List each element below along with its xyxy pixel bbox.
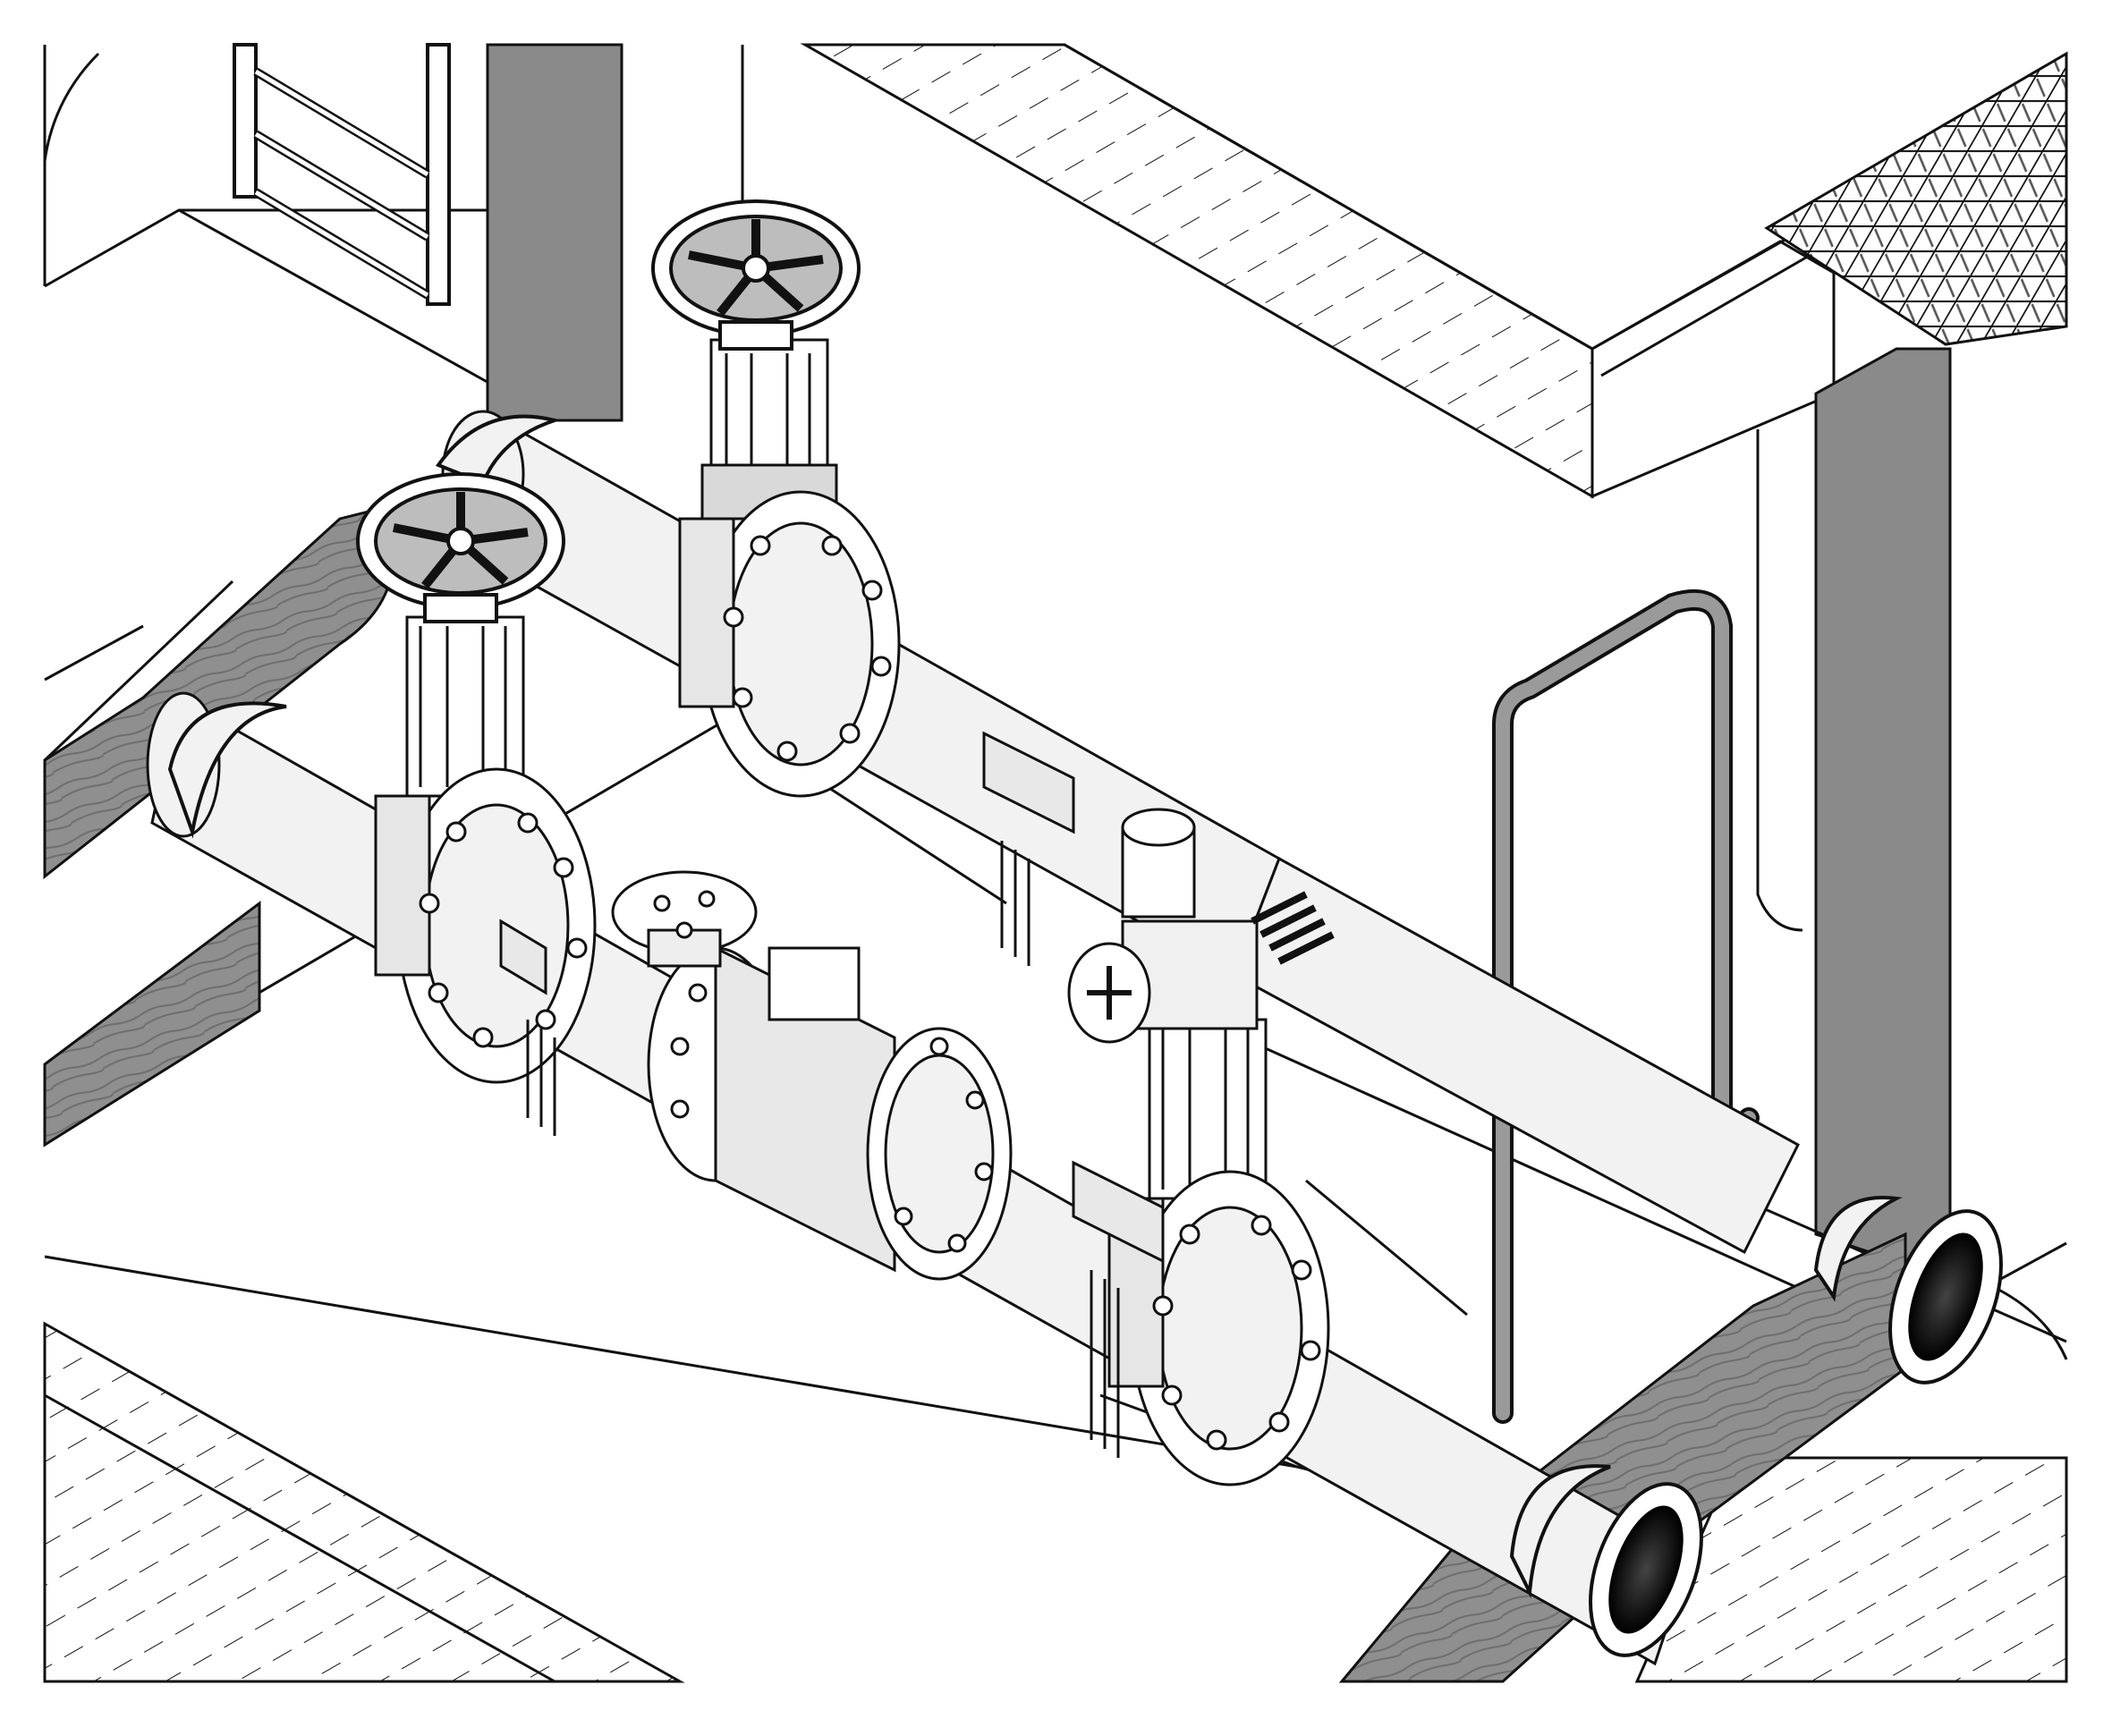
gate-valve-lower-left	[374, 615, 597, 1084]
pipe-end-lower	[1589, 1482, 1703, 1657]
pipe-supports	[526, 841, 1120, 1458]
pipe-end-upper	[1888, 1209, 2003, 1385]
handwheel-upper	[651, 199, 861, 351]
wall-sleeves	[167, 414, 1903, 1599]
shaded-column-right	[1756, 347, 1952, 1282]
grating	[1764, 51, 2068, 346]
shaded-column-left	[486, 43, 744, 447]
couplings	[499, 731, 1165, 1264]
ceiling-beam	[800, 43, 2067, 499]
actuator-spring	[1251, 891, 1335, 965]
inspection-cover	[611, 870, 758, 968]
handwheel-lower	[356, 472, 565, 623]
flow-meter	[647, 945, 1013, 1281]
left-duct	[43, 498, 414, 1147]
floor-pit-left	[43, 1321, 685, 1683]
actuator	[1067, 808, 1335, 1044]
ladder	[233, 43, 451, 306]
gate-valve-upper	[678, 338, 901, 798]
